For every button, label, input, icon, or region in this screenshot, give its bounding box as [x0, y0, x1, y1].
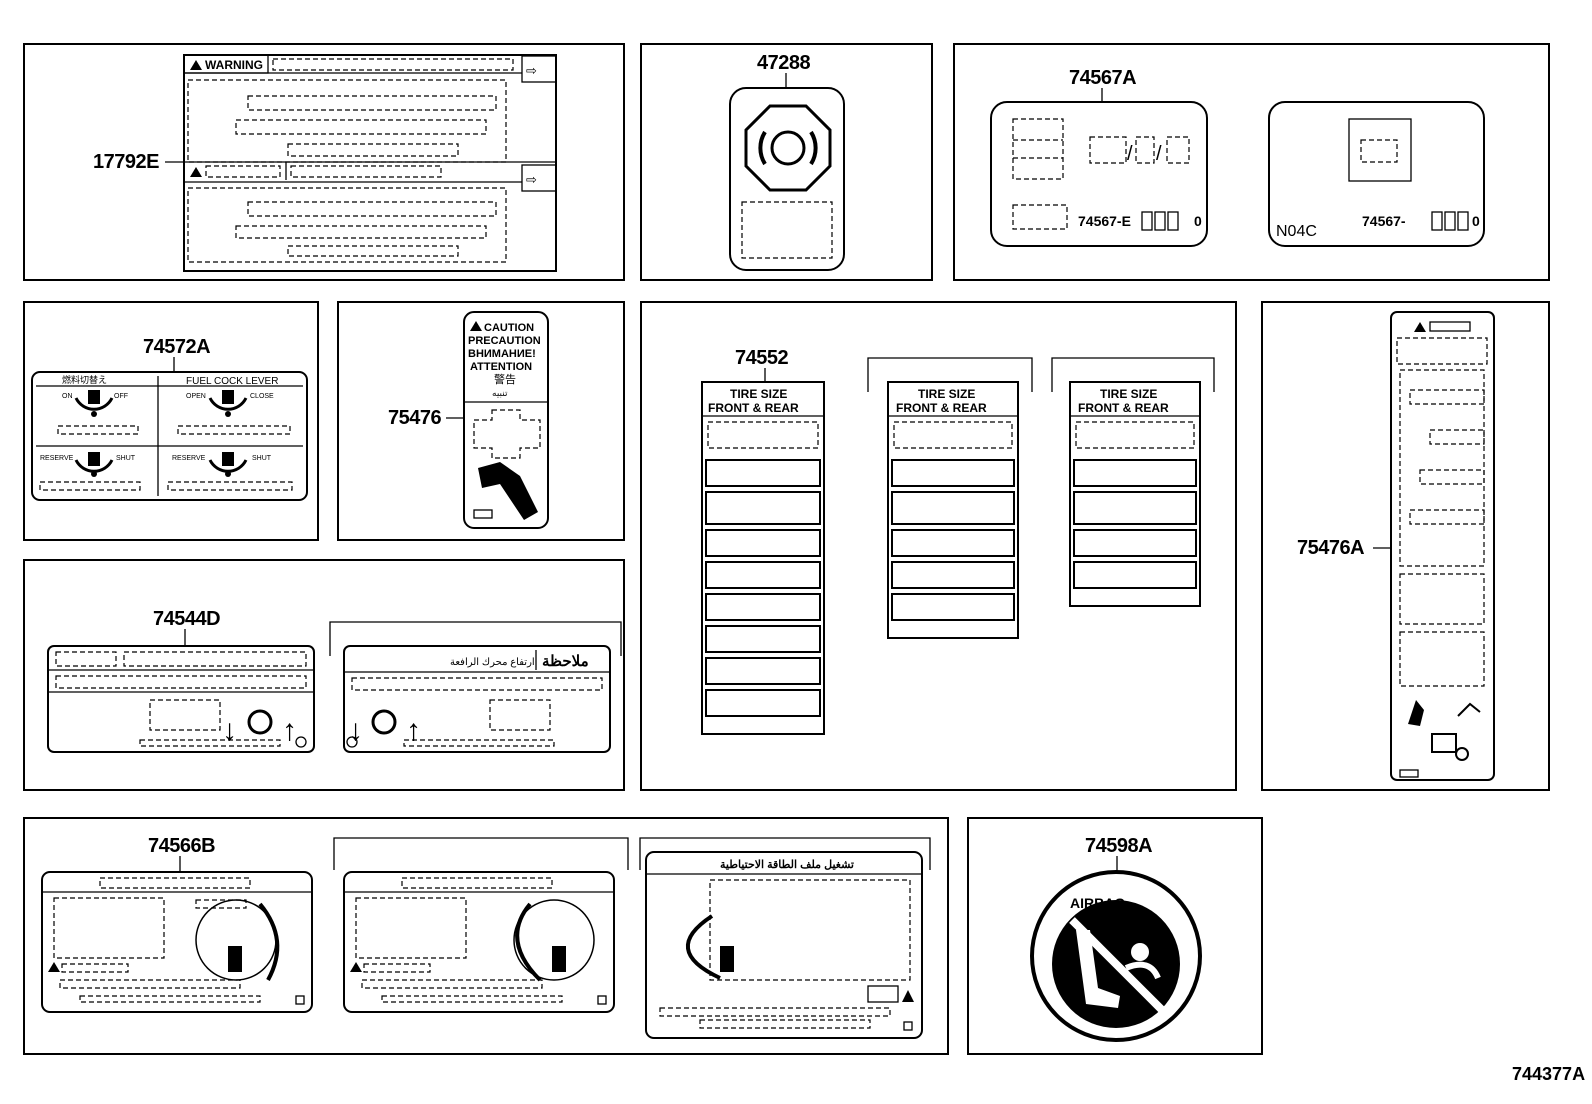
arabic-title-text: تشغيل ملف الطاقة الاحتياطية	[720, 859, 854, 871]
code-74567: 74567-	[1362, 213, 1406, 229]
svg-text:TIRE SIZE: TIRE SIZE	[1100, 387, 1157, 401]
hose-icon	[515, 902, 542, 982]
warning-text: WARNING	[205, 58, 263, 72]
fuel-cock-lever-text: FUEL COCK LEVER	[186, 376, 278, 387]
part-number-74552: 74552	[735, 347, 788, 369]
svg-text:SHUT: SHUT	[116, 455, 136, 462]
tire-size-label: TIRE SIZE FRONT & REAR	[887, 381, 1019, 639]
airbag-warning-icon	[1030, 870, 1202, 1042]
lever-icon: RESERVE SHUT	[167, 452, 293, 491]
svg-text:PRECAUTION: PRECAUTION	[468, 335, 541, 347]
svg-text:SHUT: SHUT	[252, 455, 272, 462]
code-74567-e: 74567-E	[1078, 213, 1131, 229]
part-number-75476: 75476	[388, 407, 441, 429]
tire-size-label: TIRE SIZE FRONT & REAR	[701, 381, 825, 735]
svg-text:RESERVE: RESERVE	[172, 455, 206, 462]
lever-icon: RESERVE SHUT	[39, 452, 141, 491]
svg-text:0: 0	[1194, 213, 1202, 229]
lever-icon: OPEN CLOSE	[177, 390, 291, 435]
svg-text:↓: ↓	[222, 714, 237, 747]
svg-text:TIRE SIZE: TIRE SIZE	[918, 387, 975, 401]
part-number-74598a: 74598A	[1085, 835, 1152, 857]
lever-icon: ON OFF	[57, 390, 139, 435]
hose-icon	[258, 902, 280, 981]
arrow-icon: ⇨	[526, 172, 537, 187]
arrow-icon: ⇨	[526, 63, 537, 78]
part-number-75476a: 75476A	[1297, 537, 1364, 559]
svg-text:/: /	[1156, 143, 1162, 165]
svg-text:CLOSE: CLOSE	[250, 393, 274, 400]
svg-text:تنبيه: تنبيه	[492, 388, 508, 398]
hand-hazard-icon	[478, 462, 538, 520]
diagram-id: 744377A	[1512, 1064, 1585, 1084]
svg-text:ارتفاع محرك الرافعة: ارتفاع محرك الرافعة	[450, 657, 535, 668]
hose-icon	[685, 914, 721, 980]
rotation-arrows-icon: ↓ ↑	[348, 709, 421, 747]
svg-text:OFF: OFF	[114, 393, 128, 400]
part-number-74544d: 74544D	[153, 608, 220, 630]
panel-47288: 47288	[640, 43, 933, 281]
svg-text:↓: ↓	[348, 714, 363, 747]
part-number-17792e: 17792E	[93, 151, 159, 173]
panel-17792e: 17792E WARNING ⇨ ⇨	[23, 43, 625, 281]
panel-74566b: 74566B تشغيل ملف الطاقة الاحتياطية	[23, 817, 949, 1055]
panel-75476a: 75476A	[1261, 301, 1550, 791]
svg-text:/: /	[1127, 143, 1133, 165]
svg-text:警告: 警告	[494, 372, 516, 386]
tire-size-label: TIRE SIZE FRONT & REAR	[1069, 381, 1201, 607]
forklift-operator-icon	[1408, 700, 1481, 761]
rotation-arrows-icon: ↓ ↑	[222, 709, 297, 747]
svg-text:0: 0	[1472, 213, 1480, 229]
part-number-74572a: 74572A	[143, 336, 210, 358]
note-arabic-text: ملاحظة	[542, 653, 589, 670]
svg-text:ON: ON	[62, 393, 73, 400]
part-number-74567a: 74567A	[1069, 67, 1136, 89]
svg-text:↑: ↑	[406, 714, 421, 747]
panel-74572a: 74572A 燃料切替え FUEL COCK LEVER ON OFF OPEN…	[23, 301, 319, 541]
part-number-47288: 47288	[757, 52, 810, 74]
brake-octagon-icon	[744, 104, 832, 192]
svg-text:燃料切替え: 燃料切替え	[62, 374, 107, 385]
svg-text:ВНИМАНИЕ!: ВНИМАНИЕ!	[468, 348, 536, 360]
svg-text:FRONT & REAR: FRONT & REAR	[1078, 401, 1169, 415]
svg-text:OPEN: OPEN	[186, 393, 206, 400]
svg-text:FRONT & REAR: FRONT & REAR	[896, 401, 987, 415]
panel-74567a: 74567A / / 74567-E 0 N04C 74567- 0	[953, 43, 1550, 281]
airbag-text: AIRBAG	[1070, 895, 1125, 911]
svg-text:ATTENTION: ATTENTION	[470, 361, 532, 373]
svg-text:TIRE SIZE: TIRE SIZE	[730, 387, 787, 401]
svg-text:↑: ↑	[282, 714, 297, 747]
panel-74598a: 74598A AIRBAG	[967, 817, 1263, 1055]
code-n04c: N04C	[1276, 223, 1317, 240]
svg-text:RESERVE: RESERVE	[40, 455, 74, 462]
panel-74544d: 74544D ↓ ↑ ملاحظة ارتفاع محرك الرافعة ↓ …	[23, 559, 625, 791]
panel-74552: 74552 TIRE SIZE FRONT & REAR TIRE SIZE F…	[640, 301, 1237, 791]
caution-text: CAUTION	[484, 322, 534, 334]
svg-text:FRONT & REAR: FRONT & REAR	[708, 401, 799, 415]
part-number-74566b: 74566B	[148, 835, 215, 857]
panel-75476: 75476 CAUTION PRECAUTION ВНИМАНИЕ! ATTEN…	[337, 301, 625, 541]
